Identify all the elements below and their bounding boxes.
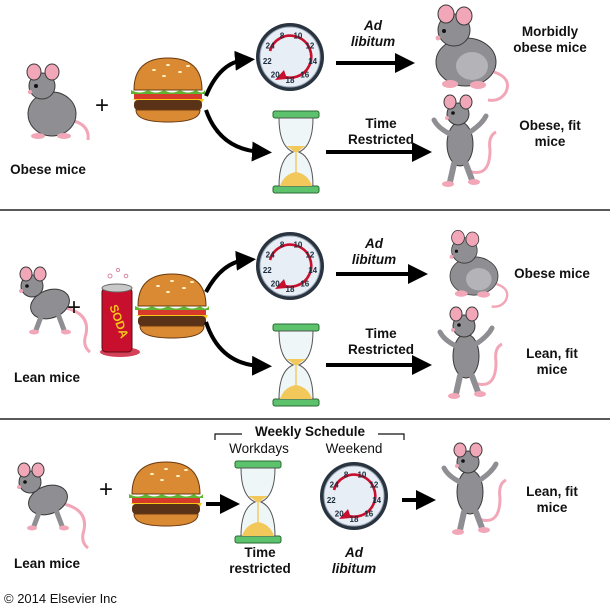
hourglass-icon [272,110,320,194]
soda-can-icon: SODA [100,267,140,357]
clock-number: 14 [308,266,317,275]
clock-number: 16 [300,280,309,289]
label-lean-mice: Lean mice [13,370,81,385]
label-libitum: libitum [331,561,377,576]
clock-number: 20 [271,280,280,289]
label-restricted: Restricted [347,132,415,147]
copyright-notice: © 2014 Elsevier Inc [4,591,117,606]
label-lean-fit: Lean, fit [526,484,578,499]
clock-number: 10 [357,470,366,479]
clock-number: 22 [263,57,272,66]
label-lean-mice: Lean mice [13,556,81,571]
lean-fit-mouse-icon [440,307,502,399]
label-mice: mice [534,134,566,149]
clock-number: 16 [364,510,373,519]
label-obese-fit: Obese, fit [519,118,581,133]
clock-number: 24 [330,481,339,490]
clock-number: 14 [308,57,317,66]
branch-arrow-up [204,250,256,293]
label-mice: mice [536,362,568,377]
label-workdays: Workdays [229,441,289,456]
clock-number: 24 [266,251,275,260]
label-restricted: restricted [229,561,291,576]
lean-fit-mouse-icon [444,443,506,535]
clock-number: 18 [286,285,295,294]
clock-number: 12 [369,481,378,490]
clock-number: 8 [280,240,285,249]
clock-number: 22 [263,266,272,275]
branch-arrow-down [204,321,272,376]
burger-icon [128,461,204,527]
clock-number: 18 [350,515,359,524]
branch-arrow-down [204,109,272,162]
clock-number: 12 [305,251,314,260]
label-ad: Ad [345,545,363,560]
label-weekend: Weekend [325,441,383,456]
label-libitum: libitum [350,34,396,49]
clock-number: 10 [293,240,302,249]
label-weekly-schedule: Weekly Schedule [242,424,378,440]
clock-number: 22 [327,496,336,505]
label-time: Time [365,326,397,341]
label-libitum: libitum [351,252,397,267]
plus-operator: + [94,92,109,119]
obese-mouse-icon [448,229,509,308]
label-time: Time [244,545,276,560]
branch-arrow-up [204,50,255,97]
label-restricted: Restricted [347,342,415,357]
clock-number: 10 [293,31,302,40]
label-morbidly: Morbidly [521,24,579,39]
label-time: Time [365,116,397,131]
clock-number: 20 [271,71,280,80]
plus-operator: + [98,476,113,503]
hourglass-icon [234,460,282,544]
label-obese-mice-result: Obese mice [514,266,590,281]
clock-number: 24 [266,42,275,51]
burger-icon [130,57,206,123]
label-lean-fit: Lean, fit [526,346,578,361]
clock-number: 8 [280,31,285,40]
clock-number: 12 [305,42,314,51]
obese-mouse-icon [25,62,90,142]
label-ad: Ad [365,236,383,251]
clock-number: 8 [344,470,349,479]
clock-number: 16 [300,71,309,80]
fit-mouse-icon [434,95,496,187]
plus-operator: + [66,294,81,321]
hourglass-icon [272,323,320,407]
clock-number: 14 [372,496,381,505]
label-ad: Ad [364,18,382,33]
clock-number: 20 [335,510,344,519]
label-obese-mice-result: obese mice [513,40,587,55]
label-mice: mice [536,500,568,515]
burger-icon [134,273,210,339]
lean-mouse-icon [17,463,88,548]
label-obese-mice: Obese mice [10,162,86,177]
clock-number: 18 [286,76,295,85]
